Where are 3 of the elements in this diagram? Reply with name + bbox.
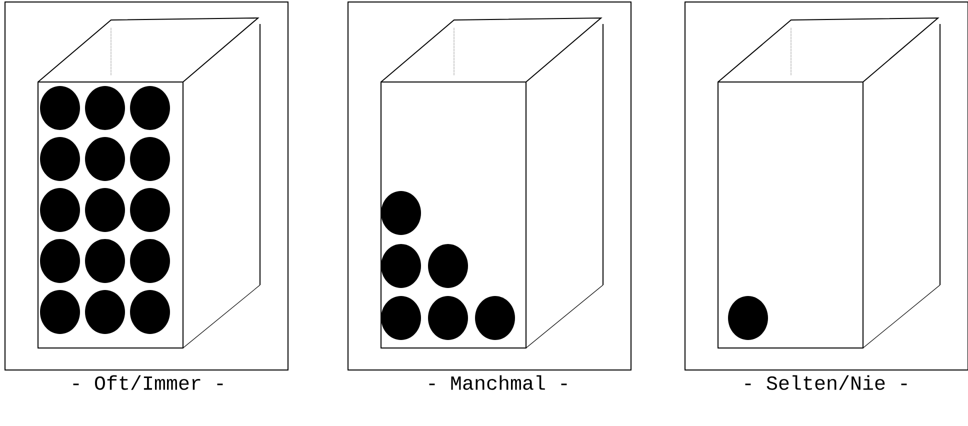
node-label: - Selten/Nie - <box>745 375 907 390</box>
node-label: - Manchmal - <box>429 375 567 390</box>
node-label: - Oft/Immer - <box>73 375 223 390</box>
